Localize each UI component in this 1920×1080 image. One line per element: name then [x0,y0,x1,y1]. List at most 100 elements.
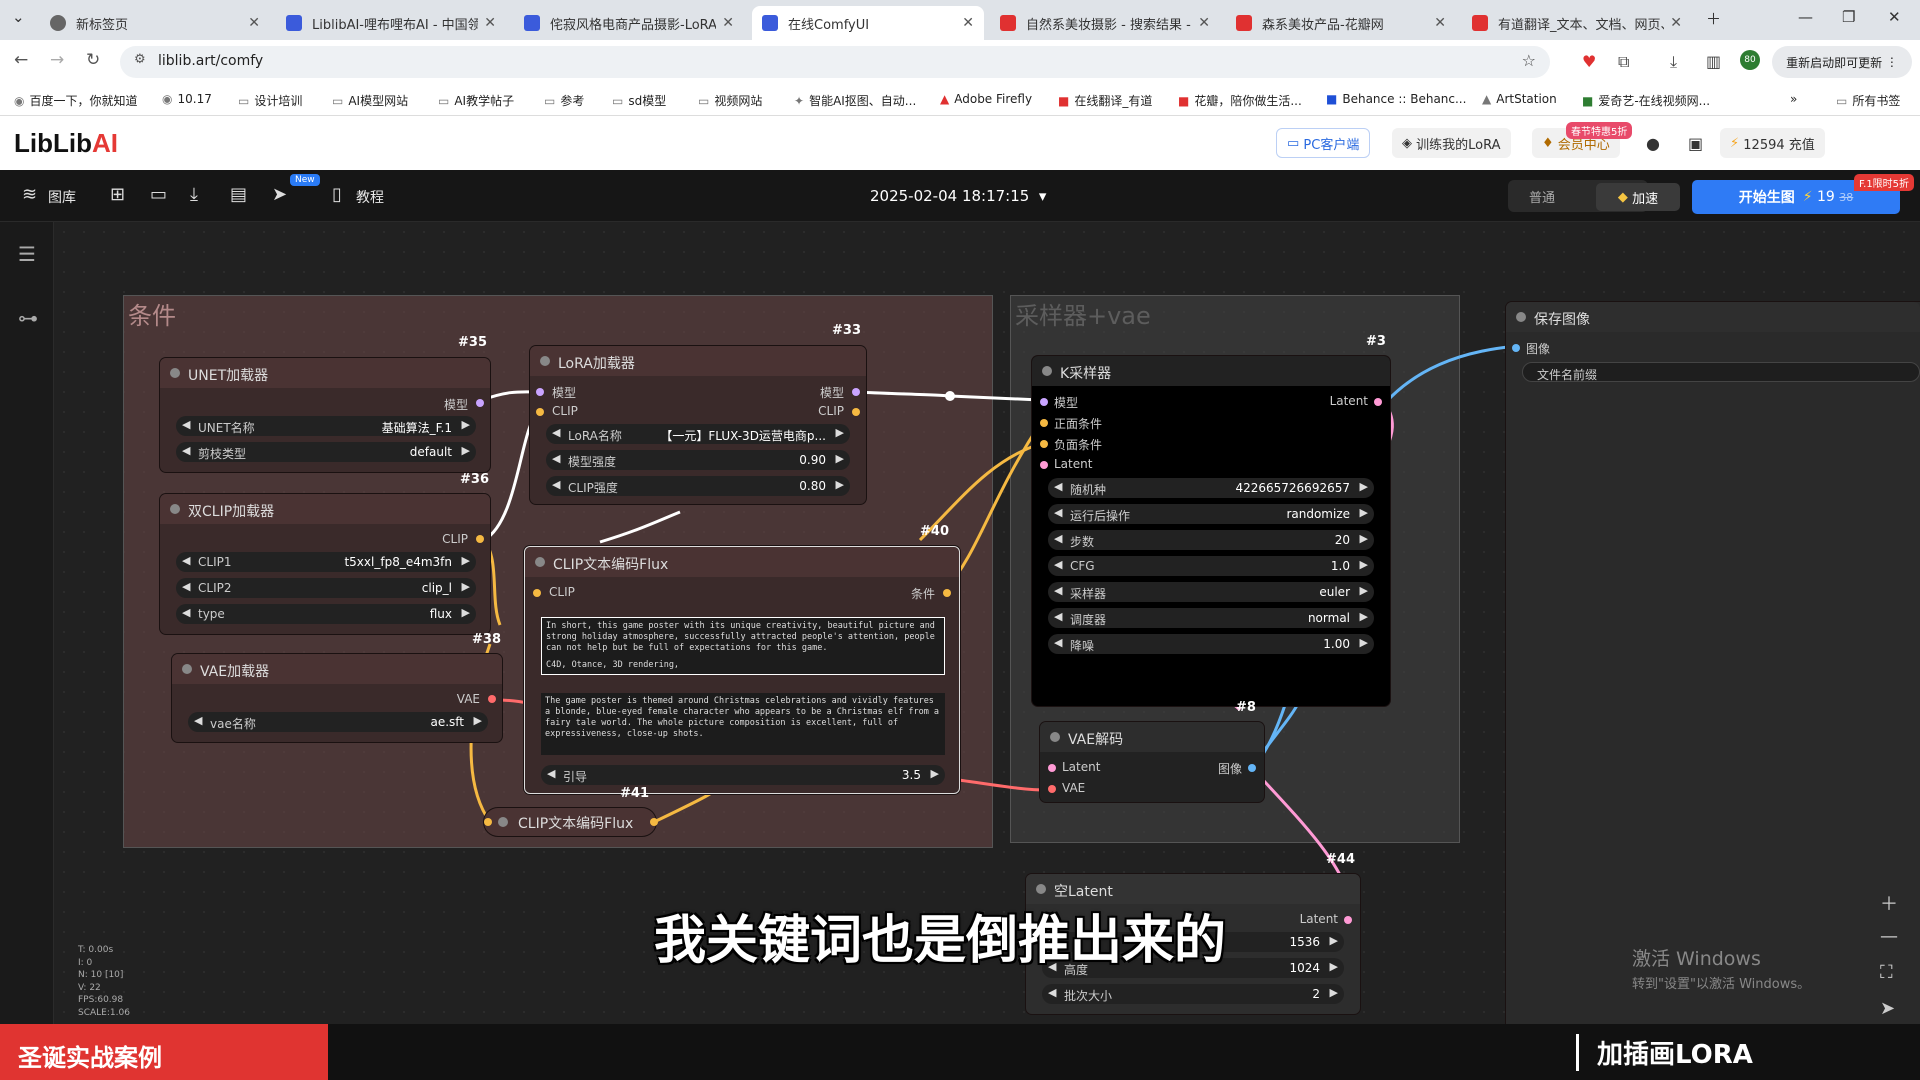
bookmark-item[interactable]: ■在线翻译_有道 [1058,94,1153,108]
close-tab-icon[interactable]: ✕ [962,15,974,31]
output-socket-conditioning[interactable] [943,589,951,597]
tab-liblib[interactable]: LiblibAI-哩布哩布AI - 中国领先 ✕ [276,6,506,40]
output-socket-latent[interactable] [1374,398,1382,406]
pc-client-button[interactable]: ▭ PC客户端 [1276,128,1371,158]
bookmark-folder[interactable]: ▭AI模型网站 [332,94,409,108]
t5xxl-textarea[interactable]: The game poster is themed around Christm… [541,693,945,755]
input-socket-image[interactable] [1512,344,1520,352]
restart-update-button[interactable]: 重新启动即可更新 ⋮ [1772,46,1912,78]
bookmark-star-icon[interactable]: ☆ [1521,51,1536,70]
node-header[interactable]: 空Latent [1026,874,1360,904]
output-socket-image[interactable] [1248,764,1256,772]
collapse-dot[interactable] [535,557,545,567]
sidepanel-icon[interactable]: ▥ [1706,52,1722,71]
collapse-dot[interactable] [540,356,550,366]
bookmark-item[interactable]: ▲ArtStation [1482,92,1557,106]
output-socket-model[interactable] [476,399,484,407]
tab-youdao[interactable]: 有道翻译_文本、文档、网页、 ✕ [1462,6,1692,40]
input-socket-positive[interactable] [1040,419,1048,427]
tutorial-button[interactable]: 教程 [356,190,384,206]
open-folder-icon[interactable]: ▭ [150,184,168,205]
node-vae-decode[interactable]: VAE解码 Latent VAE 图像 [1040,722,1264,802]
train-lora-button[interactable]: ◈ 训练我的LoRA [1392,128,1511,158]
bookmark-folder[interactable]: ▭sd模型 [612,94,667,108]
address-bar[interactable]: ⚙ liblib.art/comfy ☆ [120,46,1550,78]
new-file-icon[interactable]: ⊞ [110,184,126,205]
node-header[interactable]: CLIP文本编码Flux [525,547,959,577]
input-socket-latent[interactable] [1040,461,1048,469]
restore-icon[interactable]: ❐ [1842,8,1856,26]
close-window-icon[interactable]: ✕ [1888,8,1901,26]
output-socket-conditioning[interactable] [650,818,658,826]
bookmark-item[interactable]: ■花瓣，陪你做生活... [1178,94,1302,108]
bookmark-folder[interactable]: ▭视频网站 [698,94,763,108]
liblib-logo[interactable]: LibLibAI [14,128,118,158]
collapse-dot[interactable] [498,817,508,827]
node-tree-icon[interactable]: ⊶ [18,306,38,330]
reload-icon[interactable]: ↻ [86,50,101,70]
collapse-dot[interactable] [1036,884,1046,894]
tab-lora[interactable]: 侘寂风格电商产品摄影-LoRA- ✕ [514,6,744,40]
message-icon[interactable]: ● [1646,133,1660,153]
collapse-dot[interactable] [1516,312,1526,322]
zoom-out-icon[interactable]: — [1880,926,1898,947]
input-socket-clip[interactable] [536,408,544,416]
close-tab-icon[interactable]: ✕ [722,15,734,31]
node-header[interactable]: VAE解码 [1040,722,1264,752]
site-info-icon[interactable]: ⚙ [134,52,146,67]
node-header[interactable]: 双CLIP加载器 [160,494,490,524]
tab-comfyui[interactable]: 在线ComfyUI ✕ [752,6,984,40]
input-socket-model[interactable] [536,388,544,396]
node-clip-text-encode-flux[interactable]: CLIP文本编码Flux CLIP 条件 In short, this game… [524,546,960,794]
input-socket-vae[interactable] [1048,785,1056,793]
collapse-dot[interactable] [1042,366,1052,376]
output-socket-clip[interactable] [476,535,484,543]
tab-search-results[interactable]: 自然系美妆摄影 - 搜索结果 - 花 ✕ [990,6,1220,40]
bookmark-item[interactable]: ✦智能AI抠图、自动... [794,94,917,108]
bookmark-item[interactable]: ◉10.17 [162,92,212,106]
folder-icon[interactable]: ▣ [1688,133,1704,153]
input-socket-model[interactable] [1040,398,1048,406]
credits-button[interactable]: ⚡ 12594 充值 [1720,128,1825,158]
mode-normal-button[interactable]: 普通 [1528,190,1555,206]
bookmark-folder[interactable]: ▭参考 [544,94,585,108]
collapse-dot[interactable] [170,368,180,378]
input-socket-latent[interactable] [1048,764,1056,772]
widget-width[interactable]: ◀1536▶ [1042,932,1344,952]
node-save-image[interactable]: 保存图像 图像 文件名前缀 [1506,302,1920,1024]
download-icon[interactable]: ⤓ [1670,52,1678,71]
close-tab-icon[interactable]: ✕ [484,15,496,31]
input-socket-clip[interactable] [484,818,492,826]
input-socket-negative[interactable] [1040,440,1048,448]
mode-speed-button[interactable]: ◆ 加速 [1596,183,1680,211]
bookmark-item[interactable]: ▲Adobe Firefly [940,92,1033,106]
pointer-icon[interactable]: ➤ [1880,998,1896,1019]
bookmark-item[interactable]: ◉百度一下，你就知道 [14,94,138,108]
extension-shield-icon[interactable]: ♥ [1582,52,1597,71]
node-lora-loader[interactable]: LoRA加载器 模型 CLIP 模型 CLIP ◀LoRA名称【一元】FLUX-… [530,346,866,504]
zoom-in-icon[interactable]: ＋ [1880,894,1898,915]
bookmark-folder[interactable]: ▭设计培训 [238,94,303,108]
bookmark-item[interactable]: ■爱奇艺-在线视频网... [1582,94,1711,108]
node-header[interactable]: LoRA加载器 [530,346,866,376]
profile-avatar[interactable]: 80 [1740,50,1760,70]
node-header[interactable]: K采样器 [1032,356,1390,386]
list-icon[interactable]: ☰ [18,242,36,266]
share-send-icon[interactable]: ➤ [272,184,288,205]
widget-filename-prefix[interactable]: 文件名前缀 [1522,362,1920,382]
node-header[interactable]: UNET加载器 [160,358,490,388]
more-bookmarks-icon[interactable]: » [1790,92,1798,106]
output-socket-vae[interactable] [488,695,496,703]
